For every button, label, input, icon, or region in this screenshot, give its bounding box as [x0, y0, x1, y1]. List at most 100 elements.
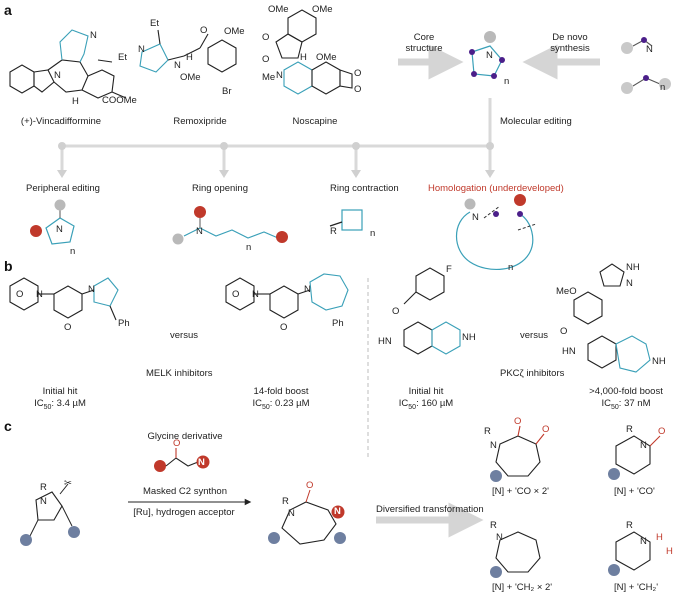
diversified-label: Diversified transformation [376, 504, 484, 515]
b-item-ic50: IC50: 160 µM [398, 398, 454, 411]
b-item-ic50: IC50: 3.4 µM [34, 398, 86, 411]
atom-n: N [304, 284, 311, 295]
melk-initial-structure [9, 277, 119, 321]
product-label: [N] + 'CO' [614, 486, 655, 497]
molecular-editing-label: Molecular editing [500, 116, 572, 127]
atom-et: Et [150, 18, 159, 29]
atom-n: N [252, 289, 259, 300]
atom-n: N [198, 457, 205, 468]
atom-n-sub: n [504, 76, 510, 87]
atom-r: R [330, 226, 337, 237]
atom-n-sub: n [508, 262, 514, 273]
product-label: [N] + 'CH₂' [614, 582, 659, 593]
glycine-structure [154, 448, 210, 472]
ring-contraction-structure [329, 209, 363, 231]
atom-o: O [173, 438, 181, 449]
atom-n: N [174, 60, 181, 71]
compound-label-vincadifformine: (+)-Vincadifformine [20, 116, 102, 127]
versus-melk: versus [170, 330, 198, 341]
atom-o: O [560, 326, 568, 337]
atom-n: N [138, 44, 145, 55]
atom-meo: MeO [556, 286, 577, 297]
b-item-ic50: IC50: 0.23 µM [252, 398, 310, 411]
atom-o: O [64, 322, 72, 333]
atom-n-sub: n [370, 228, 376, 239]
atom-ome: OMe [268, 4, 289, 15]
melk-label: MELK inhibitors [146, 368, 213, 379]
pkc-label: PKCζ inhibitors [500, 368, 565, 379]
atom-h: H [300, 52, 307, 63]
de-novo-fragments [621, 37, 671, 94]
versus-pkc: versus [520, 330, 548, 341]
atom-n: N [640, 440, 647, 451]
atom-r: R [626, 424, 633, 435]
peripheral-editing-structure [30, 199, 75, 245]
products-structures [495, 425, 661, 573]
atom-o: O [658, 426, 666, 437]
atom-r: R [40, 482, 47, 493]
atom-n: N [486, 50, 493, 61]
compound-label-remoxipride: Remoxipride [173, 116, 227, 127]
atom-n-sub: n [246, 242, 252, 253]
atom-n: N [490, 440, 497, 451]
vincadifformine-structure [9, 29, 127, 99]
core-structure-label: Core structure [405, 32, 443, 54]
atom-f: F [446, 264, 452, 275]
panel-label-b: b [4, 258, 13, 274]
noscapine-structure [275, 9, 353, 95]
atom-h: H [72, 96, 79, 107]
editing-branches [57, 142, 495, 178]
atom-n: N [196, 226, 203, 237]
glycine-label: Glycine derivative [147, 431, 223, 442]
atom-ome: OMe [180, 72, 201, 83]
masked-synthon-label: Masked C2 synthon [143, 486, 227, 497]
atom-n: N [472, 212, 479, 223]
de-novo-label: De novo synthesis [550, 32, 590, 54]
atom-ome: OMe [224, 26, 245, 37]
atom-ph: Ph [332, 318, 344, 329]
pkc-boost-structure [573, 263, 651, 373]
products-dots [490, 468, 620, 578]
atom-ome: OMe [312, 4, 333, 15]
substrate-structure [20, 483, 80, 546]
atom-n: N [496, 532, 503, 543]
panel-label-c: c [4, 418, 12, 434]
atom-o: O [306, 480, 314, 491]
atom-o: O [232, 289, 240, 300]
strategy-ring-contraction: Ring contraction [330, 183, 399, 194]
atom-h: H [666, 546, 673, 557]
strategy-ring-opening: Ring opening [192, 183, 248, 194]
strategy-homologation: Homologation (underdeveloped) [428, 183, 564, 194]
atom-n-sub: n [660, 82, 666, 93]
atom-n: N [646, 44, 653, 55]
atom-br: Br [222, 86, 232, 97]
atom-o: O [392, 306, 400, 317]
b-item-title: Initial hit [408, 386, 444, 397]
atom-h: H [186, 52, 193, 63]
atom-me: Me [262, 72, 276, 83]
panel-label-a: a [4, 2, 12, 18]
b-item-ic50: IC50: 37 nM [601, 398, 651, 411]
atom-o: O [262, 54, 270, 65]
atom-coome: COOMe [102, 95, 137, 106]
atom-n: N [334, 506, 341, 517]
atom-nh: NH [626, 262, 640, 273]
atom-h: H [656, 532, 663, 543]
atom-o: O [262, 32, 270, 43]
b-item-title: Initial hit [42, 386, 78, 397]
atom-n: N [36, 289, 43, 300]
compound-label-noscapine: Noscapine [292, 116, 338, 127]
atom-et: Et [118, 52, 127, 63]
atom-n: N [54, 70, 61, 81]
atom-n: N [276, 70, 283, 81]
atom-n: N [626, 278, 633, 289]
atom-n-sub: n [70, 246, 76, 257]
product-label: [N] + 'CO × 2' [492, 486, 549, 497]
atom-nh: NH [652, 356, 666, 367]
atom-nh: NH [462, 332, 476, 343]
atom-n: N [288, 508, 295, 519]
atom-o: O [542, 424, 550, 435]
atom-o: O [280, 322, 288, 333]
atom-n: N [90, 30, 97, 41]
